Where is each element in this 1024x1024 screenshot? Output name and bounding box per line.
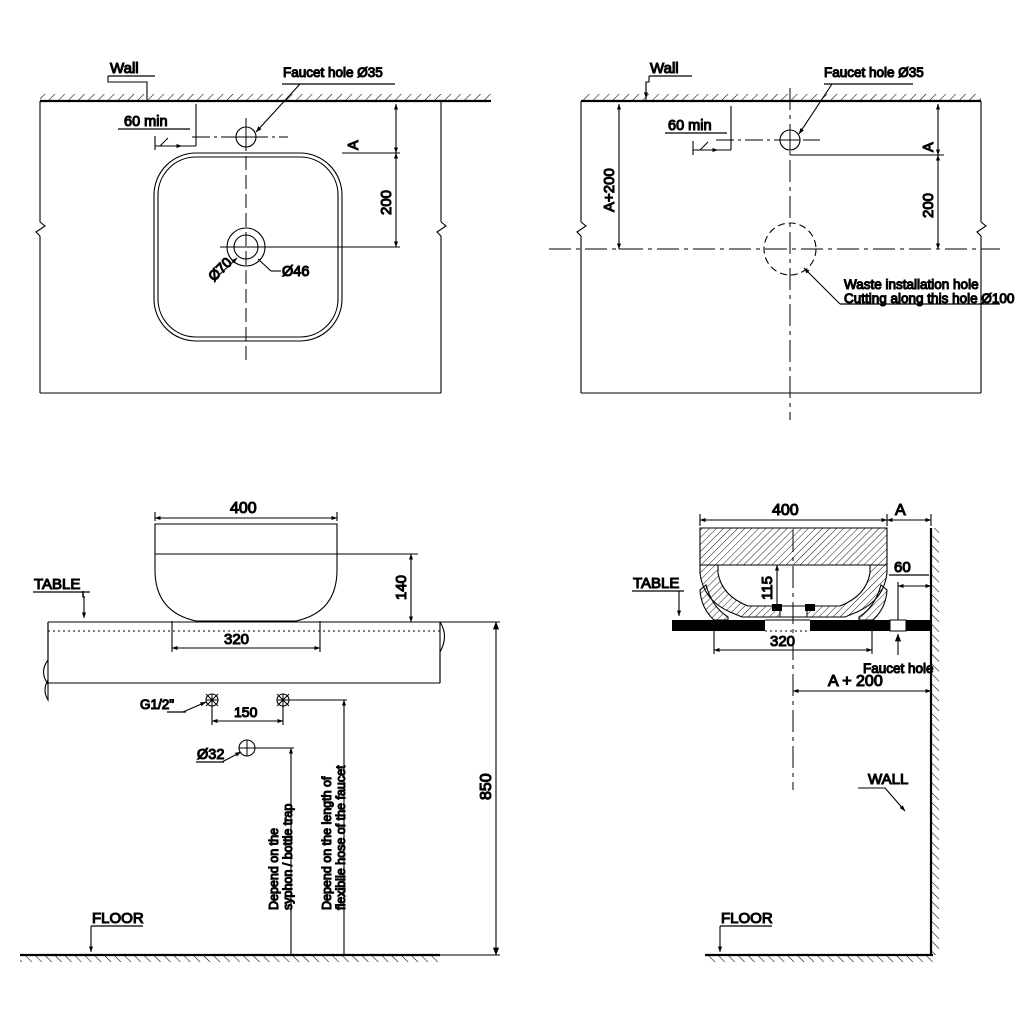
wall-hatch-top-right <box>581 94 981 103</box>
countertop-outline <box>35 101 447 394</box>
note-hose-line1: Depend on the length of <box>320 776 334 910</box>
floor-label-front: FLOOR <box>92 910 144 927</box>
note-dim-trap <box>255 747 294 955</box>
waste-pipe-symbol <box>238 739 256 757</box>
plan-view-cutout: 60 min A+200 A 200 Wall Faucet <box>549 59 1015 420</box>
wall-label-tl: Wall <box>110 60 139 77</box>
dim-60-section <box>889 574 932 620</box>
dim-115-section-label: 115 <box>759 576 776 600</box>
dim-320-front <box>171 621 321 652</box>
front-elevation: 400 320 140 850 <box>20 499 500 962</box>
basin-body-front <box>154 523 338 622</box>
centerlines-tr <box>549 88 1000 420</box>
note-dim-hose <box>289 699 347 955</box>
dim-400-section-label: 400 <box>772 502 799 519</box>
note-trap-line1: Depend on the <box>267 828 281 910</box>
dim-850-front <box>411 621 500 956</box>
dim-200-tr-label: 200 <box>920 193 937 218</box>
waste-hole-leader <box>803 267 1000 305</box>
dim-A-tr <box>790 103 944 156</box>
wall-label-section: WALL <box>868 771 908 788</box>
dim-150-front-label: 150 <box>234 704 258 720</box>
floor-leader-section <box>717 925 772 953</box>
supply-thread-leader <box>167 701 207 713</box>
dim-60-section-label: 60 <box>894 559 911 576</box>
wall-leader-section <box>858 787 906 812</box>
waste-hole-circle <box>763 222 817 276</box>
dim-A-tl <box>342 103 400 154</box>
table-slab-section <box>672 619 931 632</box>
faucet-hole-label-tr: Faucet hole Ø35 <box>824 65 924 80</box>
drain-leader-70 <box>215 257 238 279</box>
dim-320-front-label: 320 <box>224 631 249 648</box>
dim-200-tl-label: 200 <box>378 190 395 215</box>
dim-150-front <box>211 706 284 725</box>
dim-60-min-tr <box>665 106 732 155</box>
wall-section <box>929 528 939 955</box>
waste-pipe-leader <box>196 751 242 763</box>
dim-60-min-tr-label: 60 min <box>668 118 712 134</box>
table-label-front: TABLE <box>34 576 80 593</box>
note-trap-line2: syphon / bottle trap <box>281 804 295 910</box>
dim-140-front-label: 140 <box>393 575 410 600</box>
drain-leader-46 <box>257 258 281 272</box>
wall-hatch-top-left <box>40 94 491 103</box>
waste-pipe-label: Ø32 <box>197 747 224 763</box>
wall-label-tr: Wall <box>650 60 679 77</box>
wall-leader-tr <box>643 75 692 100</box>
floor-label-section: FLOOR <box>721 910 773 927</box>
table-slab-front <box>42 621 446 702</box>
table-label-section: TABLE <box>633 575 679 592</box>
drain-hole-circles <box>220 227 400 267</box>
faucet-hole-circle-tr <box>716 129 820 151</box>
floor-line-front <box>20 953 440 962</box>
wall-leader-tl <box>107 75 155 100</box>
dim-400-front-label: 400 <box>230 500 257 517</box>
dim-60-min-label: 60 min <box>124 114 168 130</box>
drain-46-label: Ø46 <box>282 264 309 280</box>
countertop-outline-tr <box>576 101 987 394</box>
plan-view-basin: 60 min A 200 Wall Faucet hole Ø35 Ø70 <box>35 59 491 394</box>
dim-320-section <box>713 631 873 654</box>
faucet-hole-label-section: Faucet hole <box>863 661 934 676</box>
dim-850-front-label: 850 <box>478 773 495 800</box>
dim-400-front <box>154 512 338 521</box>
dim-A-plus-200-section-label: A + 200 <box>828 673 883 690</box>
dim-A-plus-200-label: A+200 <box>601 168 618 212</box>
dim-60-min <box>118 104 197 150</box>
side-section: FLOOR <box>632 501 939 962</box>
dim-320-section-label: 320 <box>770 633 795 650</box>
floor-line-section <box>705 953 933 962</box>
faucet-hole-leader-tr <box>798 83 913 135</box>
supply-fitting-left <box>205 693 219 707</box>
faucet-hole-label-tl: Faucet hole Ø35 <box>283 65 383 80</box>
supply-fitting-right <box>276 693 290 707</box>
note-hose-line2: flexiblle hose of the faucet <box>334 765 348 910</box>
faucet-hole-leader-tl <box>255 83 395 133</box>
dim-A-tl-label: A <box>346 140 362 150</box>
waste-hole-label-line1: Waste installation hole <box>844 277 979 292</box>
table-leader-section <box>632 590 684 617</box>
dim-A-plus-200 <box>616 103 628 250</box>
table-leader-front <box>33 591 90 619</box>
dim-140-front <box>337 553 418 623</box>
supply-thread-label: G1/2" <box>140 697 174 712</box>
dim-A-section-label: A <box>895 502 906 519</box>
dim-A-section <box>886 514 932 526</box>
dim-A-tr-label: A <box>921 142 937 152</box>
waste-hole-label-line2: Cutting along this hole Ø100 <box>844 291 1014 306</box>
floor-leader-front <box>88 925 143 953</box>
